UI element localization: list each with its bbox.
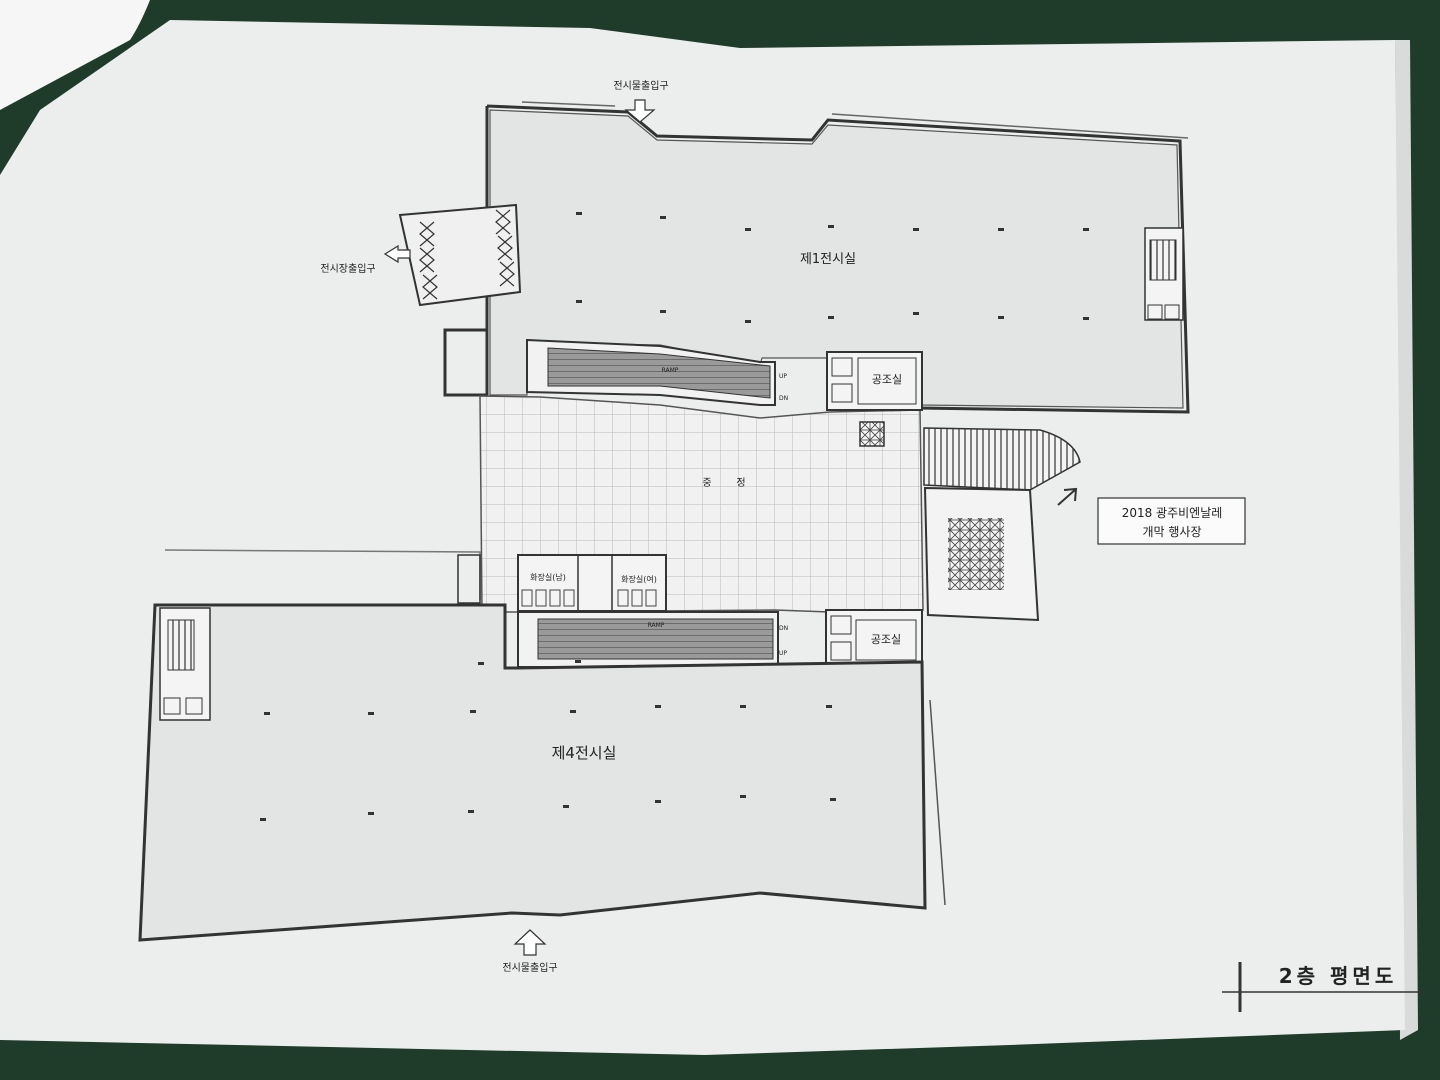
ramp-bottom-label: RAMP: [648, 622, 665, 629]
ramp-bottom: [517, 611, 779, 668]
top-entrance-arrow: [624, 99, 656, 123]
side-entrance-vestibule: [383, 203, 522, 307]
restroom-women-label: 화장실(여): [621, 574, 657, 584]
courtyard-label-b: 정: [736, 477, 745, 489]
event-stair: [923, 427, 1081, 622]
paper-corner-behind: [0, 0, 150, 110]
gallery-1: [443, 101, 1190, 414]
gallery-4-columns: [260, 660, 836, 821]
title-block: [1222, 962, 1425, 1012]
ramp-top-dn-label: DN: [779, 395, 788, 402]
ramp-bottom-dn-label: DN: [779, 625, 788, 632]
bottom-entrance-label: 전시물출입구: [502, 961, 557, 974]
ramp-bottom-up-label: UP: [779, 650, 787, 657]
ac-room-top-block: [826, 351, 923, 447]
ac-room-bottom-label: 공조실: [871, 633, 901, 646]
drawing-title: 2층 평면도: [1279, 964, 1397, 988]
side-entrance-label: 전시장출입구: [320, 262, 375, 275]
ramp-top-label: RAMP: [662, 367, 679, 374]
gallery-4-label: 제4전시실: [552, 744, 617, 762]
event-callout-line1: 2018 광주비엔날레: [1122, 506, 1223, 520]
restroom-men-label: 화장실(남): [530, 572, 566, 582]
courtyard-label-a: 중: [702, 477, 711, 489]
bottom-entrance-arrow: [513, 929, 547, 956]
event-callout-box: [1097, 497, 1246, 545]
gallery-1-label: 제1전시실: [800, 252, 856, 267]
restroom-block: [517, 554, 667, 612]
gallery-4: [138, 549, 946, 942]
ac-room-top-label: 공조실: [872, 373, 902, 386]
gallery-1-columns: [576, 212, 1089, 323]
event-callout-line2: 개막 행사장: [1142, 524, 1201, 539]
ac-room-bottom-block: [825, 609, 923, 668]
top-entrance-label: 전시물출입구: [613, 79, 668, 92]
ramp-top-up-label: UP: [779, 373, 787, 380]
ramp-top: [526, 338, 776, 406]
